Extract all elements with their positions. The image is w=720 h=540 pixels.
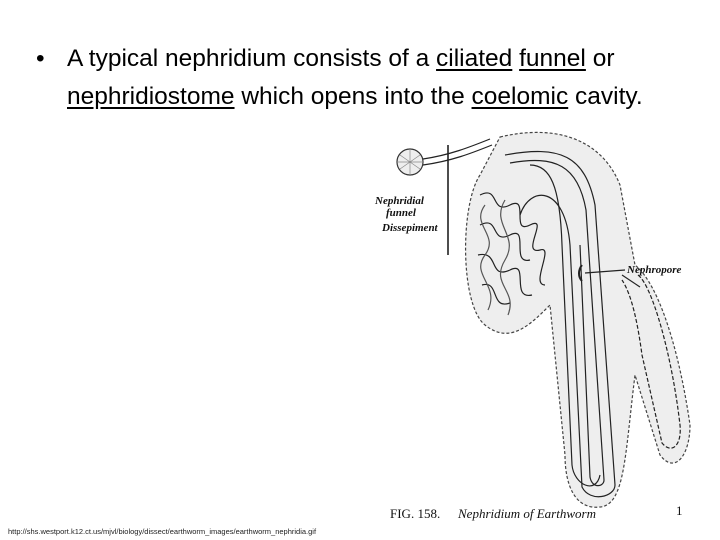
label-funnel: funnel	[386, 207, 417, 219]
link-nephridiostome[interactable]: nephridiostome	[67, 83, 235, 110]
source-url: http://shs.westport.k12.ct.us/mjvl/biolo…	[8, 527, 317, 536]
nephridium-diagram: Nephridial funnel Dissepiment Nephropore…	[374, 131, 691, 521]
footnote-marker: 1	[676, 503, 683, 518]
link-ciliated[interactable]: ciliated	[436, 45, 513, 72]
label-dissepiment: Dissepiment	[381, 222, 439, 234]
bullet-point: • A typical nephridium consists of a cil…	[36, 40, 676, 116]
text: A typical nephridium consists of a	[67, 45, 437, 72]
bullet-marker: •	[36, 45, 45, 72]
figure-number: FIG. 158.	[390, 506, 440, 521]
label-nephridial: Nephridial	[374, 195, 425, 207]
figure-caption: Nephridium of Earthworm	[457, 506, 596, 521]
label-nephropore: Nephropore	[626, 264, 682, 276]
text: or	[585, 45, 615, 72]
link-funnel[interactable]: funnel	[519, 45, 586, 72]
text: which opens into the	[234, 83, 472, 110]
link-coelomic[interactable]: coelomic	[471, 83, 569, 110]
text: cavity.	[568, 83, 643, 110]
nephridium-illustration	[396, 131, 691, 508]
bullet-text: A typical nephridium consists of a cilia…	[67, 40, 676, 116]
